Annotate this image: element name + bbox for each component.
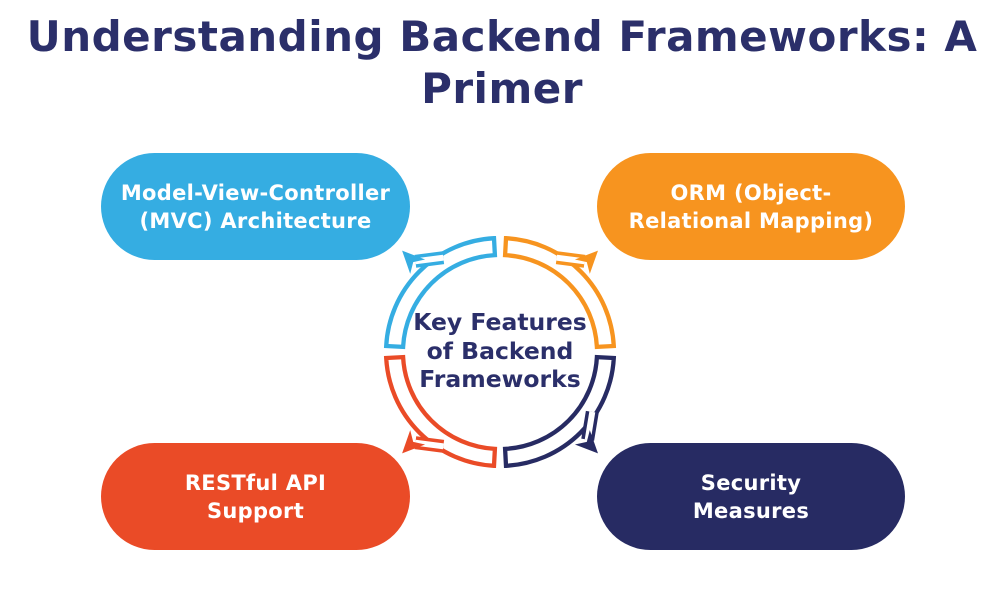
cycle-center-line1: Key Features bbox=[413, 308, 587, 336]
feature-card-orm-line2: Relational Mapping) bbox=[628, 208, 874, 233]
cycle-center-line2: of Backend bbox=[426, 336, 574, 365]
page-title-line1: Understanding Backend Frameworks: A bbox=[26, 12, 978, 61]
cycle-arrow-orm-orange bbox=[502, 235, 617, 350]
page-title: Understanding Backend Frameworks: A Prim… bbox=[0, 11, 1004, 115]
cycle-arrow-security-navy bbox=[502, 354, 617, 469]
feature-card-security: Security Measures bbox=[597, 443, 905, 550]
feature-card-mvc-line1: Model-View-Controller bbox=[120, 180, 391, 205]
feature-card-orm: ORM (Object- Relational Mapping) bbox=[597, 153, 905, 260]
cycle-center-line3: Frameworks bbox=[419, 365, 581, 393]
feature-card-restful-api-line1: RESTful API bbox=[184, 470, 327, 495]
page-title-line2: Primer bbox=[421, 64, 583, 113]
feature-card-security-line2: Measures bbox=[692, 498, 810, 523]
feature-card-mvc-line2: (MVC) Architecture bbox=[139, 208, 372, 233]
cycle-arrow-restful-red bbox=[383, 354, 498, 469]
feature-card-mvc: Model-View-Controller (MVC) Architecture bbox=[101, 153, 410, 260]
feature-card-restful-api: RESTful API Support bbox=[101, 443, 410, 550]
cycle-center-label: Key Features of Backend Frameworks bbox=[390, 308, 610, 394]
feature-card-orm-line1: ORM (Object- bbox=[670, 180, 832, 205]
feature-card-restful-api-line2: Support bbox=[206, 498, 305, 523]
feature-card-security-line1: Security bbox=[700, 470, 802, 495]
cycle-arrow-mvc-blue bbox=[383, 235, 498, 350]
